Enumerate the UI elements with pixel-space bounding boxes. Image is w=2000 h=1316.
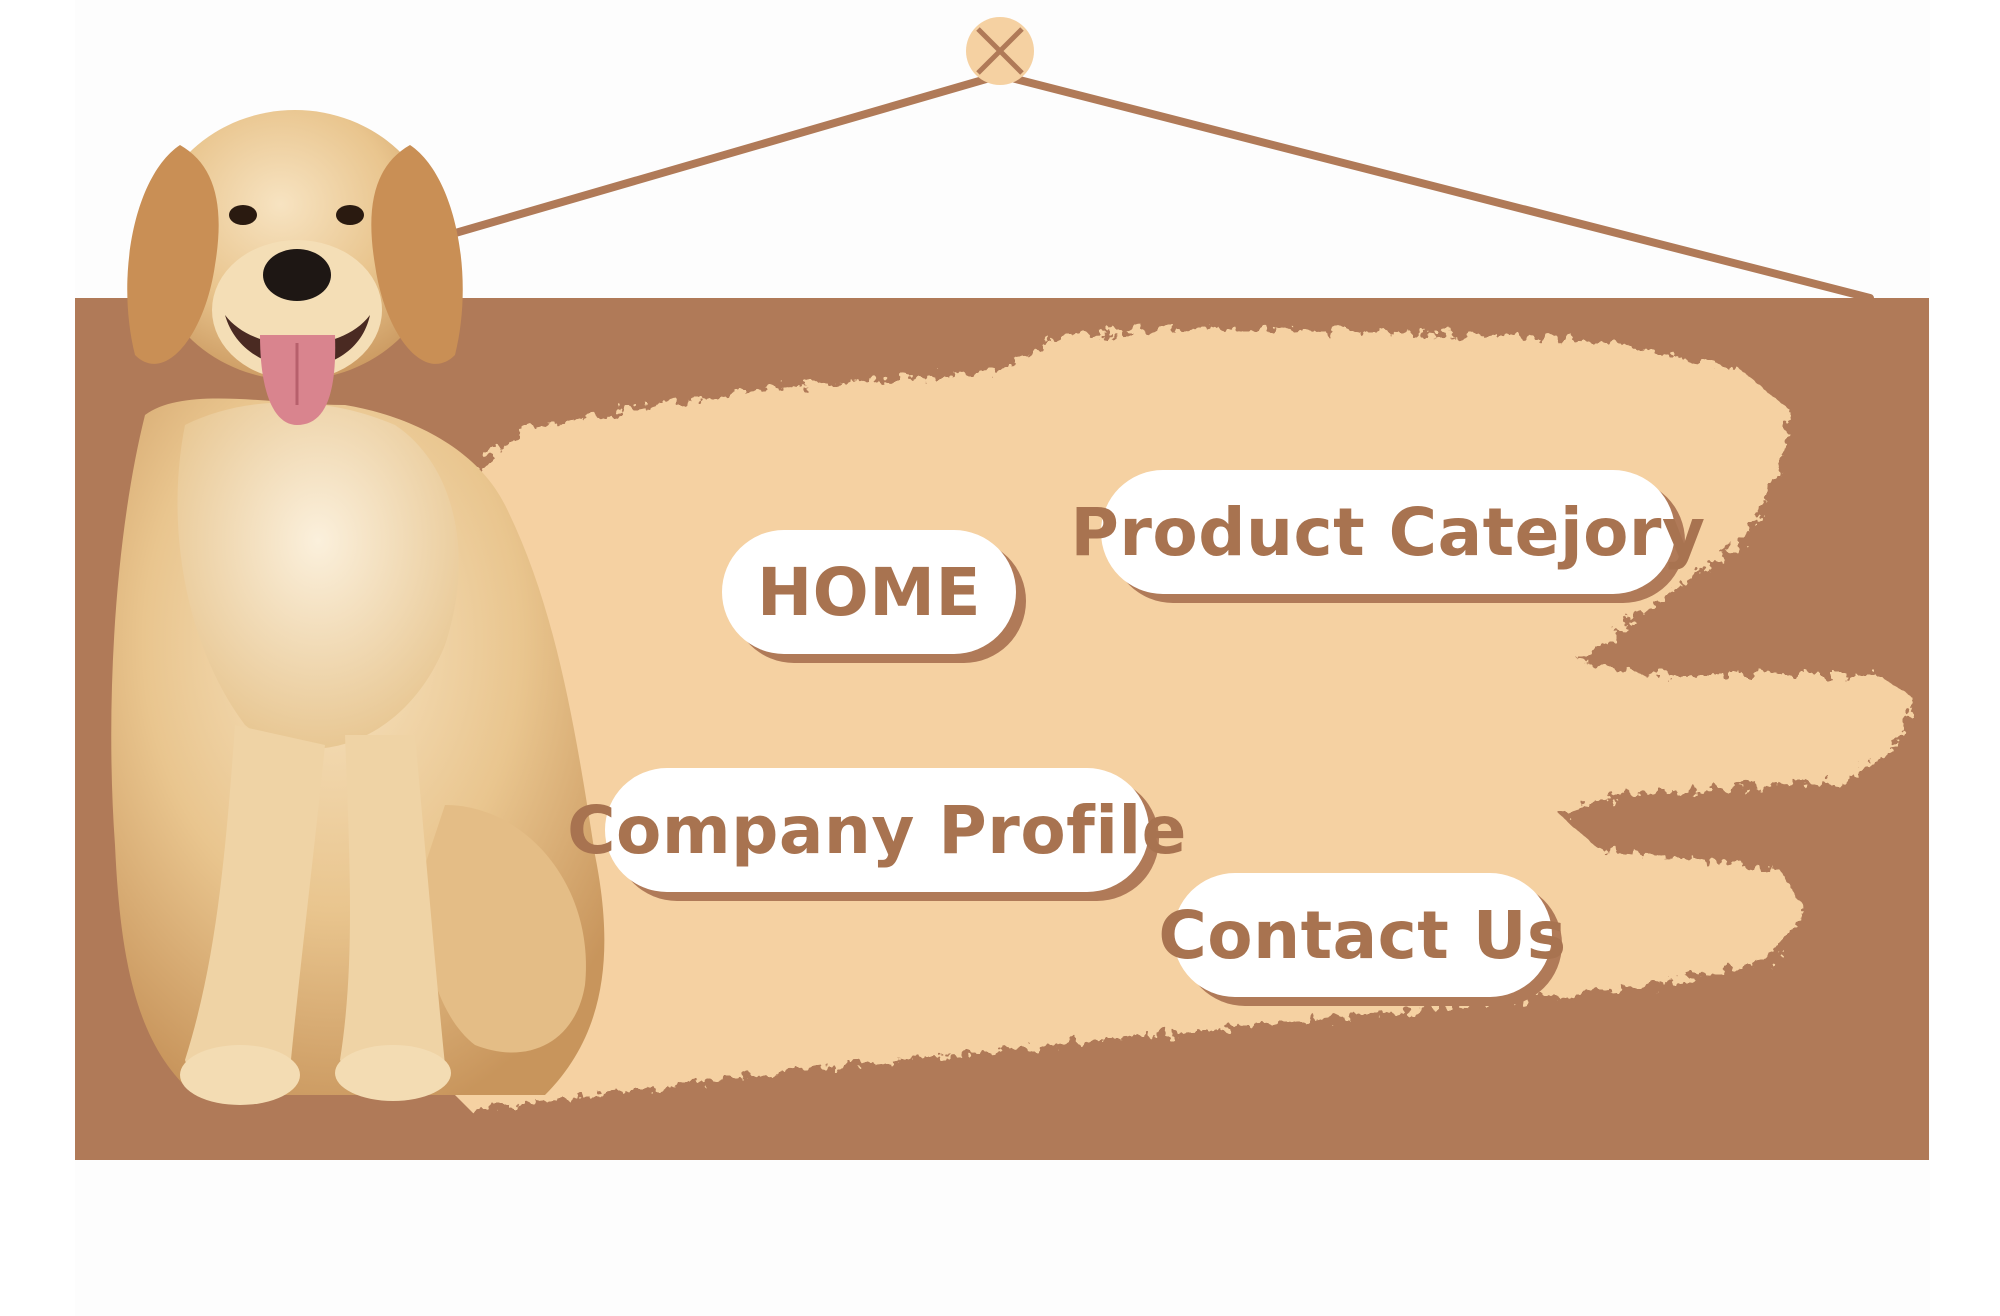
nav-contact-us-button[interactable]: Contact Us bbox=[1158, 873, 1566, 997]
golden-retriever-image bbox=[111, 110, 605, 1105]
nav-home-button[interactable]: HOME bbox=[722, 530, 1016, 654]
hanging-string bbox=[441, 71, 1874, 302]
nav-product-category-button[interactable]: Product Catejory bbox=[1071, 470, 1705, 594]
x-nail-icon bbox=[966, 17, 1034, 85]
nav-company-profile-button[interactable]: Company Profile bbox=[567, 768, 1186, 892]
